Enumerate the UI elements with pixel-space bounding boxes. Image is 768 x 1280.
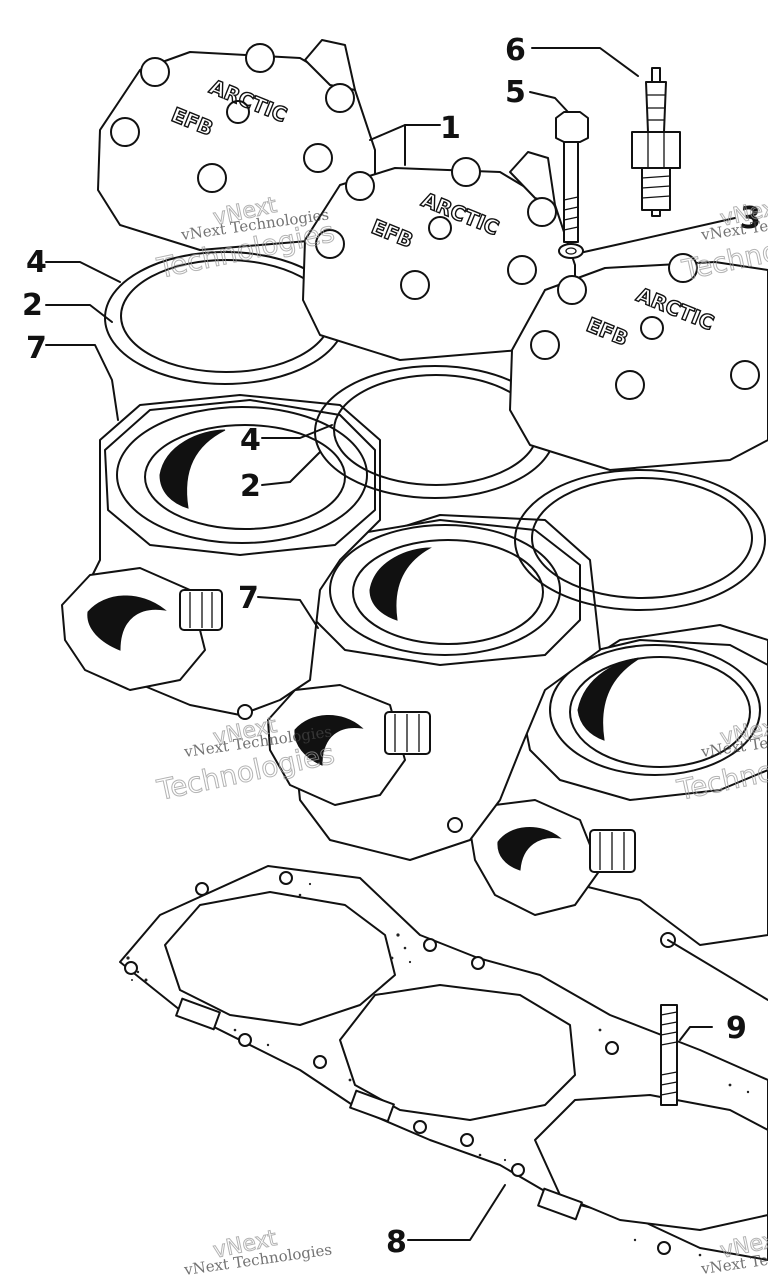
callout-5: 5 (505, 75, 526, 110)
base-gasket (119, 865, 768, 1261)
washer (558, 243, 584, 259)
callout-1: 1 (440, 111, 461, 146)
leader-lines (45, 47, 768, 1241)
cylinder-middle (267, 514, 601, 861)
callout-4-rear: 4 (26, 245, 47, 280)
cylinder-front (469, 624, 768, 948)
callout-7-middle: 7 (238, 581, 259, 616)
callout-6: 6 (505, 33, 526, 68)
spark-plug (631, 67, 681, 217)
callout-7-rear: 7 (26, 331, 47, 366)
cylinder-rear (61, 394, 381, 720)
head-bolt (555, 111, 589, 243)
callout-8: 8 (386, 1225, 407, 1260)
stud (660, 1004, 678, 1106)
cylinder-head-rear: ARCTIC EFB (97, 39, 376, 251)
callout-4-middle: 4 (240, 423, 261, 458)
callout-3: 3 (740, 201, 761, 236)
callout-2-middle: 2 (240, 469, 261, 504)
cylinder-head-front: ARCTIC EFB (509, 253, 768, 471)
callout-labels: 1 2 2 3 4 4 5 6 7 7 8 9 (22, 33, 761, 1260)
callout-2-rear: 2 (22, 288, 43, 323)
callout-9: 9 (726, 1011, 747, 1046)
head-gasket-front (514, 469, 766, 611)
